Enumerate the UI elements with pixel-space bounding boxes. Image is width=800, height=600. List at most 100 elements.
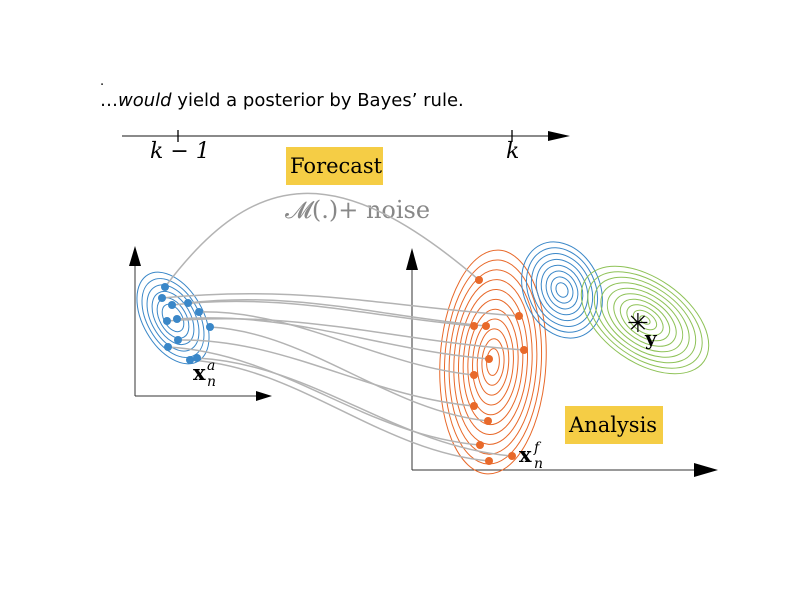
analysis-members	[158, 283, 214, 364]
analysis-member-dot	[163, 317, 171, 325]
analysis-density-contour	[151, 290, 195, 346]
analysis-axes	[129, 246, 272, 401]
trajectory-curve	[161, 292, 520, 317]
time-axis-arrowhead	[548, 131, 570, 141]
trajectory-curve	[189, 359, 490, 462]
trajectory-curve	[164, 192, 480, 288]
analysis-member-dot	[184, 299, 192, 307]
observation-density-contour	[606, 287, 684, 353]
forecast-member-dot	[508, 452, 516, 460]
observation-density-contour	[587, 271, 703, 369]
forecast-contours	[439, 249, 547, 475]
prior-density-contour	[555, 282, 569, 298]
analysis-ensemble-label: x a n	[193, 358, 216, 390]
observation-density-contour	[593, 276, 697, 364]
analysis-label-box: Analysis	[565, 406, 663, 444]
analysis-y-arrowhead	[129, 246, 141, 266]
forecast-axes	[406, 248, 718, 477]
trajectory-curve	[209, 326, 489, 422]
observation-label: y	[644, 326, 658, 350]
observation-density-contour	[600, 282, 690, 358]
prior-density-contour	[540, 264, 584, 316]
forecast-member-dot	[470, 402, 478, 410]
prior-density-contour	[535, 258, 589, 322]
observation-density-contour	[619, 298, 671, 342]
forecast-box-background	[286, 147, 383, 185]
forecast-x-arrowhead	[694, 463, 718, 477]
prior-density-contour	[545, 270, 579, 310]
analysis-member-dot	[168, 301, 176, 309]
forecast-density-contour	[448, 269, 538, 455]
forecast-member-dot	[485, 457, 493, 465]
forecast-label-box: Forecast	[286, 147, 383, 185]
forecast-density-contour	[453, 279, 533, 445]
xf-superscript: f	[533, 440, 542, 456]
forecast-member-dot	[485, 355, 493, 363]
analysis-x-arrowhead	[256, 391, 272, 401]
slide-marker: .	[100, 74, 105, 89]
forecast-label: Forecast	[290, 154, 383, 178]
trajectory-curve	[187, 299, 487, 327]
forecast-density-contour	[457, 289, 529, 435]
forecast-member-dot	[475, 276, 483, 284]
analysis-member-dot	[161, 283, 169, 291]
forecast-density-contour	[439, 249, 547, 475]
subtitle-lead: …	[100, 90, 118, 111]
forecast-density-contour	[467, 308, 519, 416]
analysis-member-dot	[164, 343, 172, 351]
time-label-left: k − 1	[150, 139, 210, 164]
trajectory-curve	[177, 339, 475, 407]
forecast-density-contour	[462, 298, 524, 426]
forecast-member-dot	[482, 322, 490, 330]
observation-contours	[580, 265, 710, 375]
analysis-member-dot	[158, 294, 166, 302]
prior-density-contour	[550, 276, 574, 304]
forecast-density-contour	[481, 338, 505, 386]
trajectory-curve	[167, 346, 481, 446]
trajectory-curve	[198, 311, 475, 376]
trajectory-curve	[176, 317, 490, 360]
trajectory-curve	[196, 357, 513, 457]
forecast-density-contour	[472, 318, 514, 406]
forecast-member-dot	[484, 417, 492, 425]
observation-density-contour	[632, 309, 658, 331]
analysis-member-dot	[174, 336, 182, 344]
forecast-member-dot	[520, 346, 528, 354]
forecast-member-dot	[476, 441, 484, 449]
forecast-trajectories	[161, 192, 525, 462]
prior-density-contour	[526, 247, 598, 333]
time-label-right: k	[506, 139, 519, 164]
observation-density-contour	[626, 304, 664, 336]
forecast-density-contour	[476, 328, 510, 396]
observation-density-contour	[580, 265, 710, 375]
prior-density-contour	[521, 241, 603, 339]
forecast-member-dot	[470, 371, 478, 379]
prior-density-contour	[530, 253, 594, 327]
analysis-member-dot	[193, 354, 201, 362]
forecast-member-dot	[470, 322, 478, 330]
observation-density-contour	[613, 293, 677, 347]
forecast-members	[470, 276, 528, 465]
time-axis: k − 1 k	[122, 130, 570, 164]
xf-subscript: n	[534, 456, 543, 472]
forecast-ensemble-label: x f n	[519, 440, 543, 472]
observation-density-contour	[639, 315, 651, 325]
prior-contours	[521, 241, 603, 339]
subtitle-rest: yield a posterior by Bayes’ rule.	[171, 90, 464, 111]
forecast-member-dot	[515, 312, 523, 320]
forecast-y-arrowhead	[406, 248, 418, 270]
subtitle-emphasis: would	[118, 90, 172, 111]
forecast-operator: 𝓜(.)+ noise	[285, 196, 430, 224]
xa-subscript: n	[207, 374, 216, 390]
xa-superscript: a	[207, 358, 215, 374]
analysis-member-dot	[186, 356, 194, 364]
analysis-member-dot	[173, 315, 181, 323]
analysis-box-background	[565, 406, 663, 444]
analysis-member-dot	[206, 323, 214, 331]
analysis-member-dot	[195, 308, 203, 316]
xf-symbol: x	[519, 442, 532, 467]
trajectory-curve	[171, 300, 475, 327]
observation-star-icon: ✳	[627, 309, 649, 339]
